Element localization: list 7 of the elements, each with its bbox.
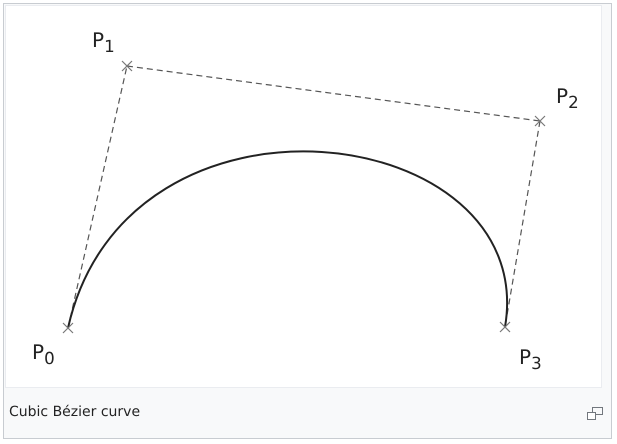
point-label: P$_{2}$ [556, 86, 579, 112]
point-label: P$_{0}$ [32, 342, 55, 368]
dashed-line [126, 65, 540, 122]
point-label: P$_{3}$ [519, 347, 542, 373]
point-label: P$_{1}$ [92, 30, 115, 56]
bezier-curve [67, 151, 506, 328]
caption: Cubic Bézier curve [9, 404, 140, 420]
